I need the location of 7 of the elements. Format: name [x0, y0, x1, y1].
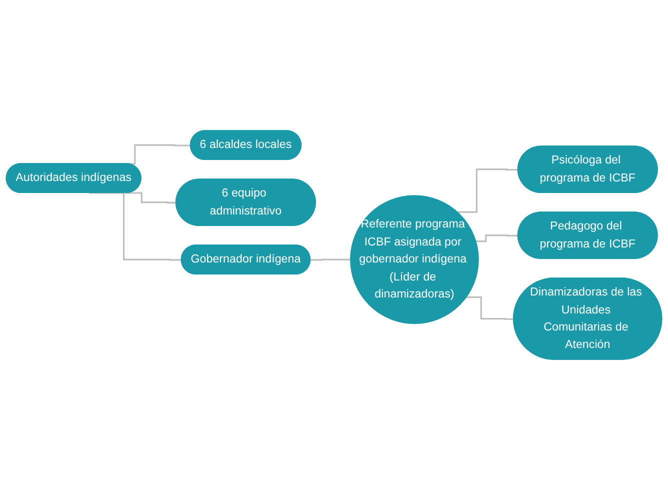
connector [466, 296, 514, 320]
connector [124, 192, 176, 204]
connector [476, 234, 518, 242]
node-circle: Referente programa ICBF asignada por gobernador indígena (Líder de dinamizadoras) [350, 195, 479, 324]
connector [310, 258, 350, 261]
connector [457, 168, 518, 213]
connector [89, 192, 182, 261]
